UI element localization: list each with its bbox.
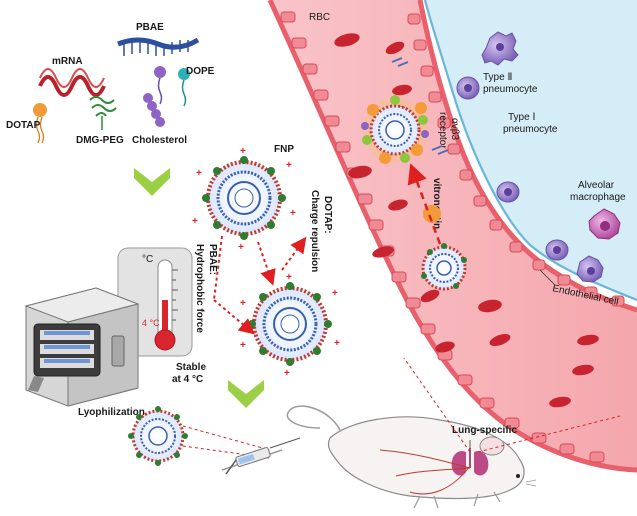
macrophage-label-line1: Alveolar (578, 180, 615, 191)
fnp-label: FNP (274, 144, 294, 155)
zoom-leaders (403, 357, 621, 453)
nanoparticle-vessel (421, 243, 467, 291)
svg-text:+: + (284, 368, 290, 379)
pbae-icon (117, 37, 200, 56)
stable-label-line2: at 4 °C (172, 374, 203, 385)
dotap-label: DOTAP (6, 120, 41, 131)
lyophilizer-icon (24, 287, 140, 407)
syringe-icon (221, 437, 301, 475)
receptor-icon (391, 57, 449, 155)
rbc-cell (572, 364, 594, 376)
svg-text:+: + (196, 168, 202, 179)
macrophage-label-line2: macrophage (570, 192, 626, 203)
rbc-cell (478, 299, 502, 313)
rbc-cell (489, 333, 511, 347)
dope-icon (154, 66, 190, 107)
uptake-arrow (407, 163, 442, 245)
svg-text:+: + (240, 298, 246, 309)
alveolar-macrophage (576, 255, 604, 283)
dope-label: DOPE (186, 66, 215, 77)
svg-text:+: + (240, 340, 246, 351)
nanoparticle-fnp: + + + + + + (192, 146, 296, 253)
type2-pneumocyte (545, 239, 569, 261)
rbc-cell (549, 396, 571, 408)
thermo-unit-label: °C (142, 254, 153, 265)
rbc-cell (577, 334, 599, 346)
receptor-label-line1: αvβ3 (449, 118, 460, 141)
svg-text:+: + (332, 288, 338, 299)
rbc-cell (388, 199, 408, 211)
pbae-force-line2: Hydrophobic force (194, 244, 205, 333)
endothelial-leader (539, 269, 556, 286)
lung-specific-label: Lung-specific (452, 425, 517, 436)
vitronectin-label: vitronectin (431, 178, 442, 229)
lyophilization-label: Lyophilization (78, 407, 145, 418)
rbc-cell (435, 341, 455, 353)
nanoparticle-injection (128, 406, 188, 466)
rbc-cell (385, 41, 405, 55)
type1-label-line1: Type Ⅰ (508, 112, 535, 123)
svg-text:+: + (334, 338, 340, 349)
thermo-value-label: 4 °C (142, 318, 160, 328)
mrna-label: mRNA (52, 56, 83, 67)
rbc-group (334, 33, 599, 408)
stable-label-line1: Stable (176, 362, 206, 373)
type2-label-line2: pneumocyte (483, 84, 538, 95)
svg-text:+: + (286, 160, 292, 171)
cholesterol-label: Cholesterol (132, 135, 187, 146)
svg-text:+: + (192, 216, 198, 227)
rbc-cell (392, 84, 412, 96)
type2-pneumocyte (481, 31, 519, 66)
mrna-icon (38, 68, 106, 97)
type2-pneumocyte (456, 76, 480, 100)
nanoparticle-fnp-lower: + + + + + + (240, 272, 340, 379)
rbc-cell (420, 289, 440, 303)
receptor-label-line2: receptor (437, 112, 448, 149)
rbc-cell (372, 246, 394, 258)
flow-chevron (228, 380, 264, 408)
alveolar-macrophage (588, 208, 621, 240)
rbc-cell (334, 33, 360, 47)
flow-chevron (134, 168, 170, 196)
type1-label-line2: pneumocyte (503, 124, 558, 135)
rbc-cell (348, 165, 372, 179)
dmg-peg-icon (89, 96, 117, 130)
blood-vessel (267, 0, 637, 473)
dotap-force-line1: DOTAP: (322, 196, 333, 234)
rbc-label: RBC (309, 12, 330, 23)
svg-text:+: + (238, 242, 244, 253)
mouse-illustration (286, 405, 537, 509)
dmg-peg-label: DMG-PEG (76, 135, 124, 146)
cholesterol-icon (143, 93, 165, 127)
svg-text:+: + (290, 208, 296, 219)
svg-text:+: + (240, 146, 246, 157)
svg-text:+: + (286, 272, 292, 283)
dotap-icon (33, 103, 47, 144)
nanoparticle-bound (361, 95, 429, 164)
pbae-force-line1: PBAE: (207, 244, 218, 275)
force-arrows (213, 235, 307, 335)
type2-pneumocyte (496, 181, 520, 203)
pbae-label: PBAE (136, 22, 164, 33)
dotap-force-line2: Charge repulsion (309, 190, 320, 272)
type2-label-line1: Type Ⅱ (483, 72, 512, 83)
